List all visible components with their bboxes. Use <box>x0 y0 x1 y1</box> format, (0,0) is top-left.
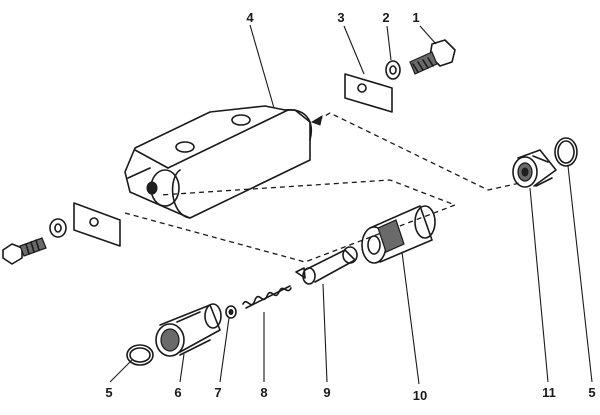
plate-top <box>344 73 393 113</box>
plunger-pin <box>295 246 358 285</box>
spring <box>242 285 292 309</box>
bushing <box>512 149 557 188</box>
cylinder <box>361 205 436 264</box>
leader-lines <box>109 24 593 385</box>
bolt-left-assembly <box>2 202 121 265</box>
callout-2: 2 <box>382 10 389 25</box>
callout-10: 10 <box>413 388 427 403</box>
callout-11: 11 <box>542 385 556 400</box>
callout-5-left: 5 <box>105 385 112 400</box>
callout-9: 9 <box>323 385 330 400</box>
bolt-top <box>409 39 456 75</box>
small-washer <box>225 305 237 319</box>
callout-1: 1 <box>412 10 419 25</box>
housing-body <box>124 105 312 219</box>
callout-labels: 1 2 3 4 5 6 7 8 9 10 11 5 <box>105 10 595 403</box>
callout-5-right: 5 <box>588 385 595 400</box>
callout-3: 3 <box>337 10 344 25</box>
callout-6: 6 <box>174 385 181 400</box>
callout-7: 7 <box>214 385 221 400</box>
o-ring-left <box>126 344 154 366</box>
lock-washer <box>385 60 401 80</box>
assembly-dashed-lines <box>124 112 521 263</box>
callout-4: 4 <box>246 10 254 25</box>
callout-8: 8 <box>260 385 267 400</box>
valve-spool <box>155 303 222 357</box>
o-ring-right <box>554 137 578 167</box>
